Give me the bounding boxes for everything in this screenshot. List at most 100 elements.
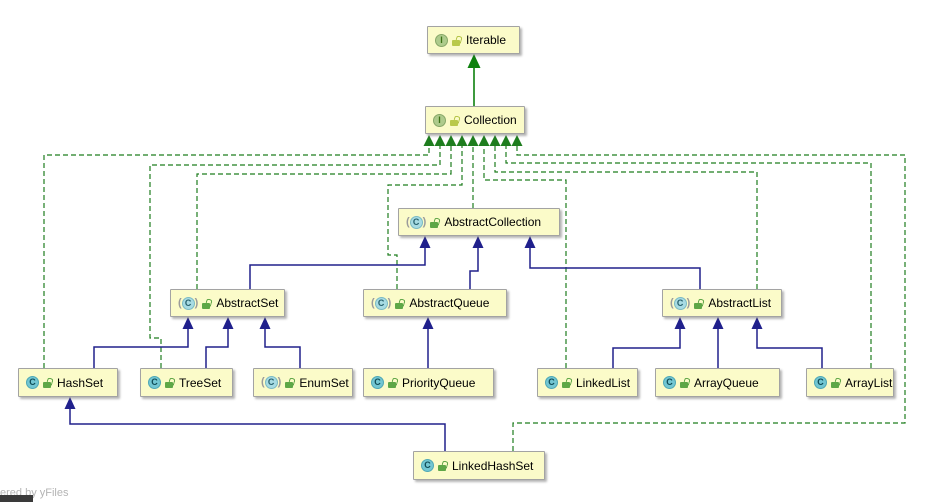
node-label: ArrayQueue [694, 375, 759, 390]
node-label: PriorityQueue [402, 375, 476, 390]
lock-icon [430, 217, 440, 228]
abstract-paren: ( [406, 215, 410, 228]
node-label: Collection [464, 113, 517, 127]
node-label: AbstractList [708, 296, 772, 310]
node-label: ArrayList [845, 375, 893, 390]
edge-abstractQueue-collection [387, 145, 463, 289]
edge-arrayList-abstractList [756, 328, 823, 368]
edge-abstractQueue-abstractCollection [469, 247, 479, 289]
arrowhead-abstractQueue-abstractCollection [472, 236, 484, 248]
arrowhead-arrayList-abstractList [751, 317, 763, 329]
arrowhead-collection-iterable [467, 54, 481, 68]
node-treeSet[interactable]: C TreeSet [140, 368, 233, 397]
class-icon: C [26, 376, 39, 389]
arrowhead-enumSet-abstractSet [259, 317, 271, 329]
node-label: LinkedHashSet [452, 458, 534, 473]
node-label: AbstractSet [216, 296, 279, 310]
edge-linkedHashSet-collection [512, 145, 906, 451]
node-abstractCollection[interactable]: (C) AbstractCollection [398, 208, 560, 236]
badge-letter: C [374, 296, 388, 310]
arrowhead-abstractList-abstractCollection [524, 236, 536, 248]
lock-icon [438, 460, 448, 471]
badge-letter: C [148, 376, 161, 389]
lock-icon [285, 377, 295, 388]
yfiles-watermark-bar [0, 495, 33, 502]
arrowhead-linkedList-abstractList [674, 317, 686, 329]
lock-icon [450, 115, 460, 126]
edge-abstractSet-abstractCollection [249, 247, 426, 289]
arrowhead-treeSet-abstractSet [222, 317, 234, 329]
arrowhead-linkedHashSet-collection [511, 135, 523, 146]
edge-linkedHashSet-hashSet [69, 408, 446, 451]
edge-linkedList-collection [483, 145, 567, 368]
badge-letter: C [371, 376, 384, 389]
class-icon: C [371, 376, 384, 389]
node-linkedHashSet[interactable]: C LinkedHashSet [413, 451, 545, 480]
class-icon: C [663, 376, 676, 389]
arrowhead-arrayQueue-abstractList [712, 317, 724, 329]
abstract-class-icon: (C) [178, 296, 198, 310]
lock-icon [388, 377, 398, 388]
class-icon: C [148, 376, 161, 389]
lock-icon [680, 377, 690, 388]
edge-treeSet-abstractSet [205, 328, 229, 368]
badge-letter: C [814, 376, 827, 389]
arrowhead-linkedList-collection [478, 135, 490, 146]
node-abstractList[interactable]: (C) AbstractList [662, 289, 782, 317]
arrowhead-abstractCollection-collection [467, 135, 479, 146]
lock-icon [395, 298, 405, 309]
abstract-paren: ) [387, 296, 392, 309]
node-abstractSet[interactable]: (C) AbstractSet [170, 289, 285, 317]
edge-linkedList-abstractList [612, 328, 681, 368]
node-label: TreeSet [179, 375, 222, 390]
lock-icon [831, 377, 841, 388]
edge-arrayList-collection [505, 145, 872, 368]
class-icon: C [421, 459, 434, 472]
arrowhead-abstractList-collection [489, 135, 501, 146]
arrowhead-abstractQueue-collection [456, 135, 468, 146]
node-arrayList[interactable]: C ArrayList [806, 368, 894, 397]
node-label: LinkedList [576, 375, 631, 390]
interface-icon: I [435, 33, 448, 47]
lock-icon [562, 377, 572, 388]
node-abstractQueue[interactable]: (C) AbstractQueue [363, 289, 507, 317]
lock-icon [452, 35, 462, 46]
node-priorityQueue[interactable]: C PriorityQueue [363, 368, 494, 397]
abstract-paren: ) [422, 215, 427, 228]
node-label: AbstractQueue [409, 296, 490, 310]
edge-hashSet-abstractSet [93, 328, 189, 368]
badge-letter: C [264, 376, 278, 389]
badge-letter: C [409, 215, 423, 229]
arrowhead-abstractSet-collection [445, 135, 457, 146]
node-arrayQueue[interactable]: C ArrayQueue [655, 368, 780, 397]
edge-hashSet-collection [43, 145, 430, 368]
lock-icon [165, 377, 175, 388]
badge-letter: C [26, 376, 39, 389]
node-label: AbstractCollection [444, 215, 542, 229]
edge-enumSet-abstractSet [264, 328, 301, 368]
node-label: EnumSet [299, 375, 349, 390]
abstract-class-icon: (C) [406, 215, 427, 229]
abstract-paren: ( [261, 376, 265, 388]
arrowhead-linkedHashSet-hashSet [64, 397, 76, 409]
abstract-paren: ( [371, 296, 375, 309]
abstract-class-icon: (C) [261, 376, 281, 389]
abstract-class-icon: (C) [371, 296, 392, 310]
badge-letter: C [181, 296, 195, 310]
edge-abstractSet-collection [196, 145, 452, 289]
arrowhead-hashSet-collection [423, 135, 435, 146]
abstract-paren: ( [178, 296, 182, 309]
lock-icon [202, 298, 212, 309]
abstract-paren: ) [277, 376, 282, 388]
node-enumSet[interactable]: (C) EnumSet [253, 368, 353, 397]
arrowhead-hashSet-abstractSet [182, 317, 194, 329]
abstract-class-icon: (C) [670, 296, 690, 310]
abstract-paren: ( [670, 296, 674, 309]
badge-letter: C [421, 459, 434, 472]
badge-letter: I [435, 33, 448, 47]
